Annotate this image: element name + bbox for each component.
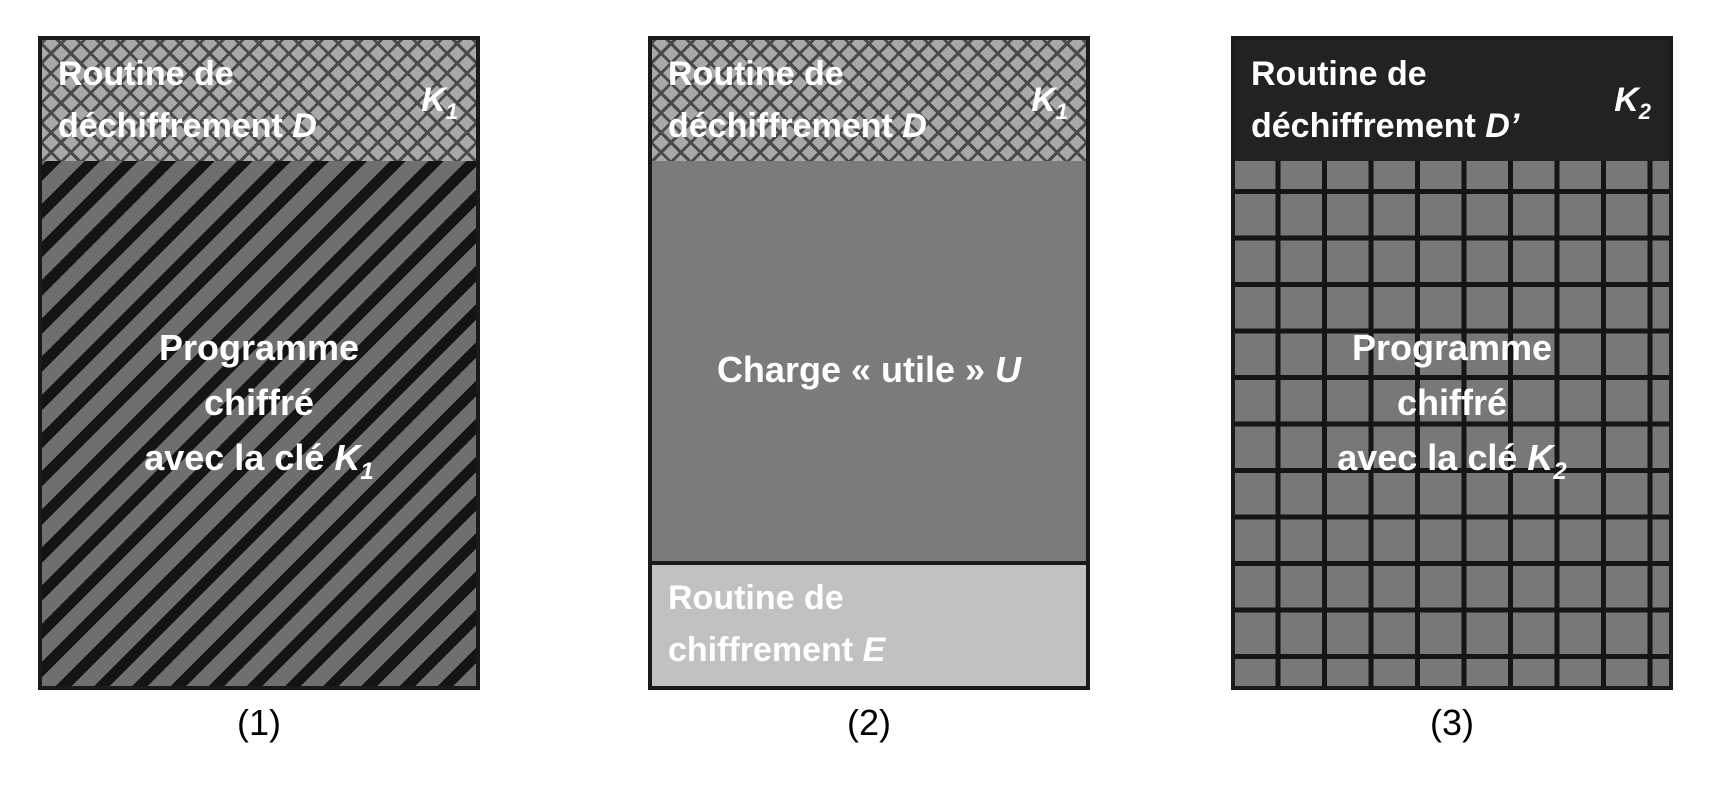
- caption-3: (3): [1430, 702, 1474, 743]
- panel-1: Routine de déchiffrement D K1 Programme …: [38, 36, 480, 690]
- encrypted-program-label: Programme chiffré avec la clé K1: [144, 327, 374, 485]
- decryption-routine-block: [42, 40, 476, 165]
- panel-2: Routine de déchiffrement D K1 Charge « u…: [648, 36, 1090, 690]
- caption-1: (1): [237, 702, 281, 743]
- key-label: K2: [1614, 81, 1651, 124]
- decryption-routine-block: [652, 40, 1086, 165]
- encrypted-program-block: [42, 161, 476, 686]
- key-label: K1: [1031, 81, 1068, 124]
- decryption-routine-block: [1235, 40, 1669, 165]
- encrypted-program-label: Programme chiffré avec la clé K2: [1337, 327, 1567, 485]
- encryption-routine-block: [652, 561, 1086, 686]
- payload-block: [652, 161, 1086, 565]
- panel-3: Routine de déchiffrement D’ K2 Programme…: [1231, 36, 1673, 690]
- key-label: K1: [421, 81, 458, 124]
- decryption-routine-label: Routine de déchiffrement D’: [1251, 55, 1520, 145]
- decryption-routine-label: Routine de déchiffrement D: [668, 55, 927, 145]
- encrypted-program-block: [1235, 161, 1669, 686]
- encryption-routine-label: Routine de chiffrement E: [668, 579, 886, 669]
- caption-2: (2): [847, 702, 891, 743]
- decryption-routine-label: Routine de déchiffrement D: [58, 55, 317, 145]
- payload-label: Charge « utile » U: [716, 349, 1022, 390]
